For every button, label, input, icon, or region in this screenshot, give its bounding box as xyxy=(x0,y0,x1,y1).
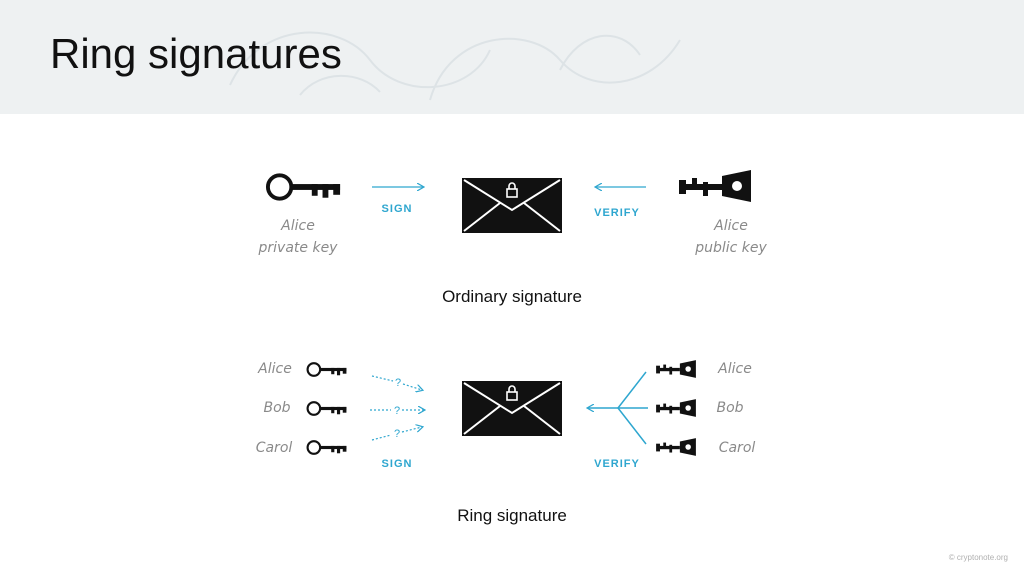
public-key-icon xyxy=(656,399,696,417)
slide-title: Ring signatures xyxy=(50,30,342,77)
source-credit: © cryptonote.org xyxy=(948,553,1008,562)
verify-label: VERIFY xyxy=(594,458,640,470)
slide-header: Ring signatures xyxy=(0,0,1024,114)
private-key-icon xyxy=(306,362,348,377)
uncertain-sign-arrow xyxy=(371,375,422,390)
ring-verifier-name: Alice xyxy=(717,361,752,377)
envelope-icon xyxy=(462,381,562,436)
question-mark: ? xyxy=(395,377,401,389)
sign-label: SIGN xyxy=(382,458,413,470)
question-mark: ? xyxy=(394,428,400,440)
private-key-icon xyxy=(265,173,343,201)
ring-signer-name: Carol xyxy=(256,440,293,456)
public-key-label: public key xyxy=(694,240,767,256)
private-key-owner: Alice xyxy=(280,218,315,234)
uncertain-sign-arrow xyxy=(371,427,422,441)
ring-signer-name: Alice xyxy=(257,361,292,377)
private-key-label: private key xyxy=(258,240,339,256)
private-key-icon xyxy=(306,401,348,416)
header-decoration xyxy=(229,31,681,101)
sign-label: SIGN xyxy=(382,203,413,215)
public-key-icon xyxy=(656,438,696,456)
ring-verifier-name: Carol xyxy=(719,440,756,456)
ring-signature-caption: Ring signature xyxy=(457,506,567,525)
private-key-icon xyxy=(306,440,348,455)
envelope-icon xyxy=(462,178,562,233)
ring-verify-arrows xyxy=(588,371,648,445)
ring-signer-name: Bob xyxy=(263,400,290,416)
public-key-icon xyxy=(679,170,751,202)
public-key-icon xyxy=(656,360,696,378)
public-key-owner: Alice xyxy=(713,218,748,234)
verify-label: VERIFY xyxy=(594,207,640,219)
question-mark: ? xyxy=(394,405,400,417)
ordinary-signature-caption: Ordinary signature xyxy=(442,287,582,306)
ring-verifier-name: Bob xyxy=(716,400,743,416)
